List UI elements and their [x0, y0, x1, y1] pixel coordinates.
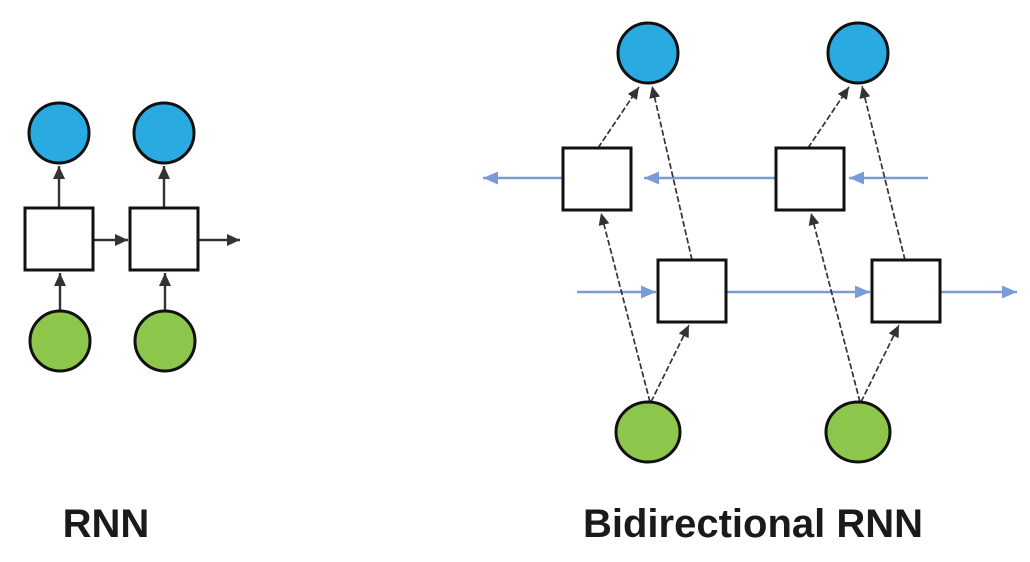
- birnn-forward-cell-1: [656, 258, 728, 324]
- rnn-diagram: [23, 101, 240, 373]
- bidirectional-rnn-label: Bidirectional RNN: [582, 502, 924, 546]
- rnn-hidden-cell-2: [128, 206, 200, 272]
- birnn-input-node-1: [614, 400, 682, 464]
- birnn-forward-cell-2: [870, 258, 942, 324]
- rnn-output-node-2: [132, 101, 196, 165]
- birnn-input1-to-backward1-arrow: [598, 212, 651, 403]
- birnn-input2-to-backward2-arrow: [808, 212, 861, 403]
- birnn-forward2-to-output2-arrow: [859, 85, 906, 261]
- birnn-backward1-to-output1-arrow: [597, 86, 640, 149]
- birnn-input-node-2: [824, 400, 892, 464]
- birnn-backward-cell-1: [561, 146, 633, 212]
- rnn-output-node-1: [27, 101, 91, 165]
- birnn-backward-cell-2: [774, 146, 846, 212]
- rnn-label: RNN: [62, 502, 150, 546]
- birnn-input1-to-forward1-arrow: [650, 324, 690, 403]
- rnn-hidden-cell-1: [23, 206, 95, 272]
- birnn-input2-to-forward2-arrow: [860, 324, 900, 403]
- rnn-input-node-2: [133, 309, 197, 373]
- birnn-output-node-2: [826, 21, 890, 85]
- rnn-input-node-1: [28, 309, 92, 373]
- birnn-forward1-to-output1-arrow: [649, 85, 693, 261]
- birnn-output-node-1: [616, 21, 680, 85]
- bidirectional-rnn-diagram: [483, 21, 1017, 464]
- birnn-backward2-to-output2-arrow: [807, 86, 850, 149]
